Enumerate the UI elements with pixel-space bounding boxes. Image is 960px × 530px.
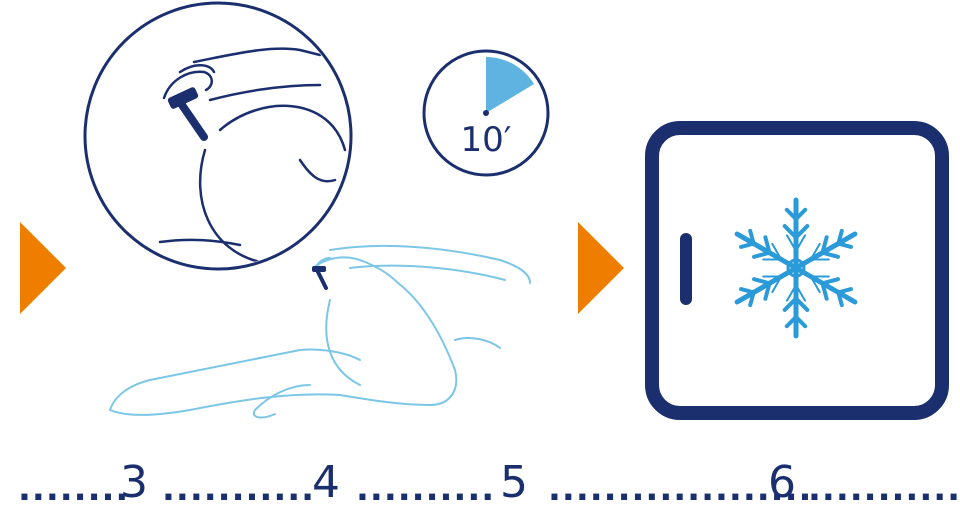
play-arrow-icon [578, 222, 624, 314]
step-number-4: 4 [312, 448, 340, 518]
timer-label: 10′ [446, 120, 526, 160]
step-sequence: ........ 3 ........... 4 .......... 5 ..… [0, 448, 960, 518]
step-number-5: 5 [500, 448, 528, 518]
play-arrow-icon [20, 222, 66, 314]
step-dots: ........... [808, 454, 960, 524]
razor-icon [312, 266, 326, 288]
step-number-6: 6 [768, 448, 796, 518]
step-dots: .......... [356, 454, 495, 524]
step-dots: ........... [162, 454, 315, 524]
step-number-3: 3 [120, 448, 148, 518]
step-dots: ........ [18, 454, 129, 524]
zoom-detail [85, 3, 351, 269]
